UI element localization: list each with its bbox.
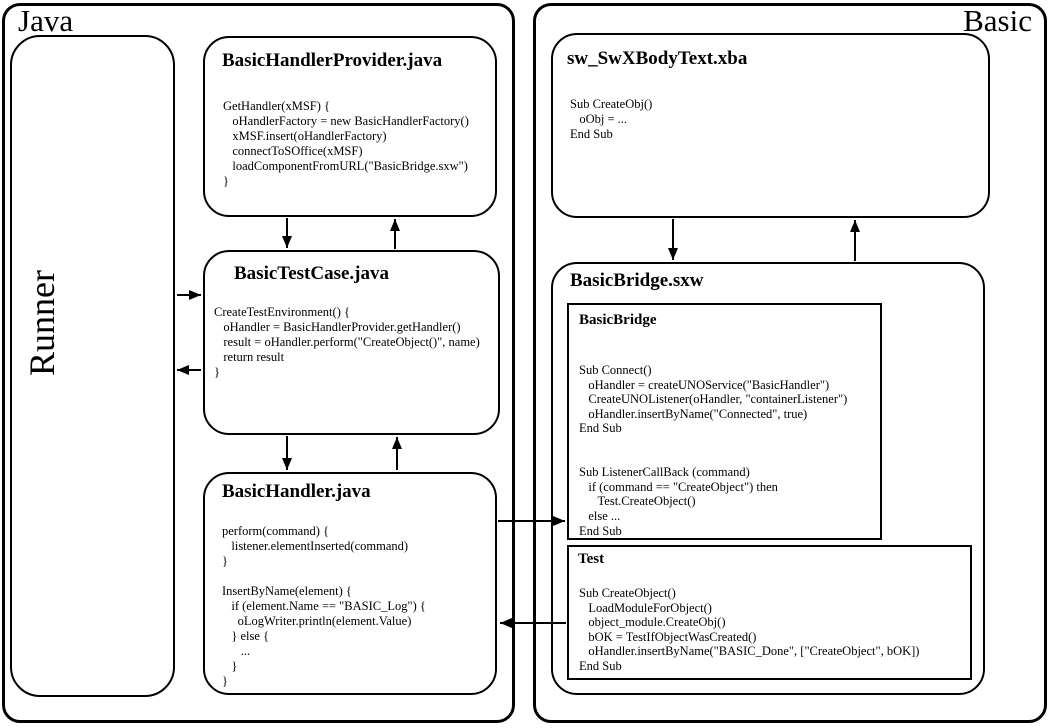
basic-handler-code: perform(command) { listener.elementInser… — [222, 524, 426, 688]
basic-handler-title: BasicHandler.java — [222, 481, 371, 502]
basic-bridge-module-title: BasicBridge — [579, 312, 657, 328]
sw-swxbodytext-title: sw_SwXBodyText.xba — [567, 48, 748, 69]
test-module-code: Sub CreateObject() LoadModuleForObject()… — [579, 586, 920, 673]
basic-test-case-box: BasicTestCase.java CreateTestEnvironment… — [203, 250, 500, 435]
basic-handler-provider-code: GetHandler(xMSF) { oHandlerFactory = new… — [223, 99, 469, 188]
sw-swxbodytext-code: Sub CreateObj() oObj = ... End Sub — [570, 97, 653, 141]
basic-handler-box: BasicHandler.java perform(command) { lis… — [203, 472, 497, 695]
basic-bridge-sxw-title: BasicBridge.sxw — [570, 270, 704, 291]
runner-label: Runner — [22, 270, 63, 376]
basic-region-box: Basic — [533, 3, 1047, 723]
test-module-rect: Test Sub CreateObject() LoadModuleForObj… — [567, 545, 972, 680]
basic-bridge-module-rect: BasicBridge Sub Connect() oHandler = cre… — [567, 303, 882, 540]
runner-label-wrap: Runner — [12, 270, 72, 376]
basic-test-case-code: CreateTestEnvironment() { oHandler = Bas… — [214, 305, 480, 379]
basic-region-label: Basic — [963, 3, 1032, 38]
java-region-label: Java — [18, 3, 74, 38]
test-module-title: Test — [578, 551, 605, 567]
basic-bridge-module-code: Sub Connect() oHandler = createUNOServic… — [579, 363, 848, 538]
basic-handler-provider-box: BasicHandlerProvider.java GetHandler(xMS… — [203, 36, 497, 217]
java-region-box: Java — [2, 3, 515, 723]
basic-handler-provider-title: BasicHandlerProvider.java — [222, 50, 443, 71]
runner-box — [10, 35, 175, 697]
sw-swxbodytext-box: sw_SwXBodyText.xba Sub CreateObj() oObj … — [551, 33, 990, 218]
basic-bridge-sxw-box: BasicBridge.sxw BasicBridge Sub Connect(… — [551, 262, 985, 695]
basic-test-case-title: BasicTestCase.java — [234, 263, 389, 284]
